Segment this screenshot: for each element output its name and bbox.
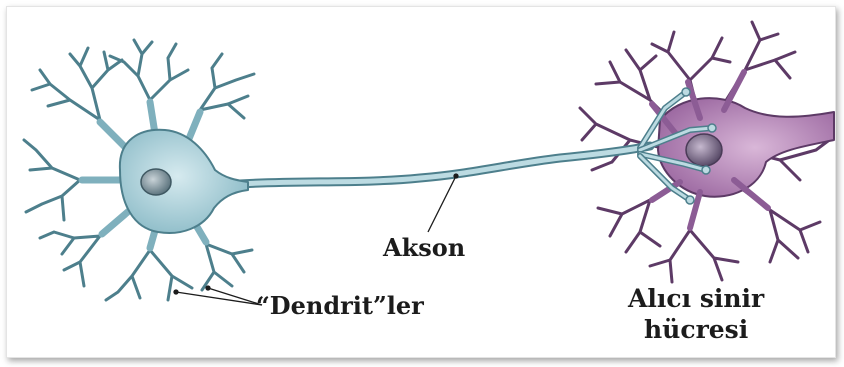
receiver-label-line1: Alıcı sinir [628, 283, 764, 314]
receiver-nucleus [686, 134, 722, 166]
receiver-neuron-label: Alıcı sinir hücresi [628, 283, 764, 346]
receiver-soma [658, 98, 834, 197]
axon-label: Akson [383, 236, 465, 260]
receiver-label-line2: hücresi [628, 314, 764, 345]
sending-neuron [24, 40, 254, 300]
soma [120, 130, 248, 233]
nucleus [141, 169, 171, 195]
dendrites-label: “Dendrit”ler [256, 294, 424, 318]
axon [240, 88, 716, 204]
